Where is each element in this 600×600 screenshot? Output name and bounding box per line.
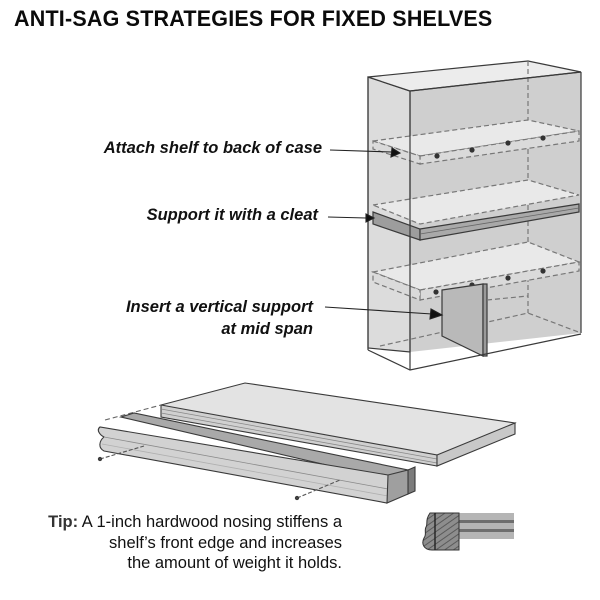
tip-line2: shelf’s front edge and increases bbox=[109, 533, 342, 552]
tip-label: Tip: bbox=[48, 513, 79, 531]
callout-text: Attach shelf to back of case bbox=[103, 139, 322, 157]
tip-box: Tip: A 1-inch hardwood nosing stiffens a… bbox=[48, 512, 342, 574]
nosing-profile-illustration bbox=[422, 512, 514, 551]
nosing-illustration bbox=[97, 382, 517, 504]
tip-line3: the amount of weight it holds. bbox=[127, 554, 342, 572]
callout-arrows bbox=[324, 147, 444, 320]
callout-text-line2: at mid span bbox=[221, 320, 313, 338]
page-title: ANTI-SAG STRATEGIES FOR FIXED SHELVES bbox=[14, 6, 493, 32]
callout-cleat: Support it with a cleat bbox=[147, 204, 318, 226]
cabinet-illustration bbox=[367, 60, 582, 371]
tip-line1: A 1-inch hardwood nosing stiffens a bbox=[78, 513, 342, 531]
callout-text-line1: Insert a vertical support bbox=[125, 298, 313, 316]
callout-attach-to-back: Attach shelf to back of case bbox=[104, 137, 322, 159]
callout-text: Support it with a cleat bbox=[146, 206, 318, 224]
callout-vertical-support: Insert a vertical support at mid span bbox=[126, 296, 313, 340]
